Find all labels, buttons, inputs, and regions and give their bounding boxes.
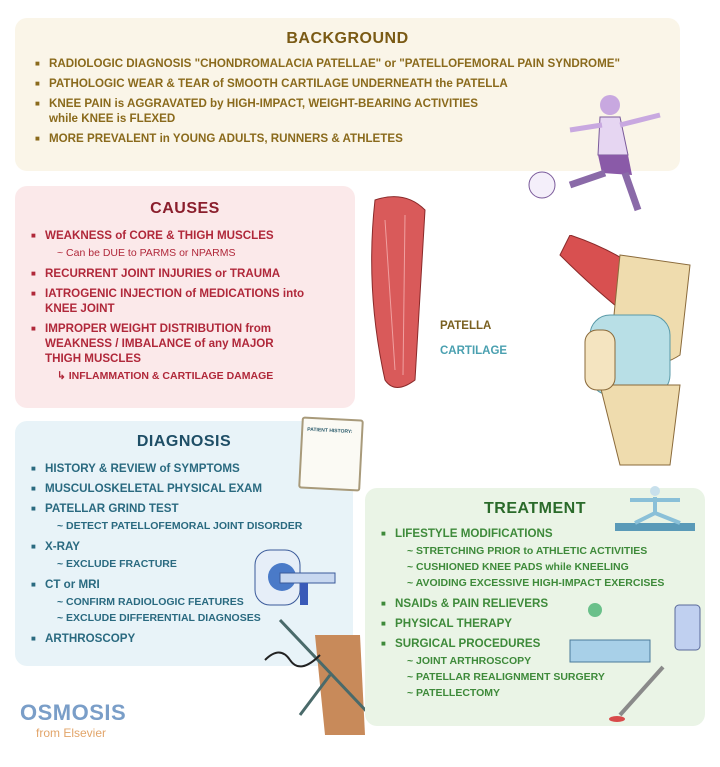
physical-therapy-illustration (569, 603, 701, 663)
list-item: PHYSICAL THERAPY (379, 616, 691, 631)
background-title: BACKGROUND (286, 30, 409, 47)
list-item: PATHOLOGIC WEAR & TEAR of SMOOTH CARTILA… (33, 76, 662, 91)
yoga-illustration (615, 486, 695, 531)
knee-joint-illustration (559, 235, 691, 466)
scalpel-illustration (609, 665, 665, 722)
list-item: KNEE PAIN is AGGRAVATED by HIGH-IMPACT, … (33, 96, 503, 126)
list-item: WEAKNESS of CORE & THIGH MUSCLES~ Can be… (29, 228, 319, 261)
list-item: NSAIDs & PAIN RELIEVERS (379, 596, 691, 611)
causes-section: CAUSES WEAKNESS of CORE & THIGH MUSCLES~… (15, 186, 355, 408)
list-item: HISTORY & REVIEW of SYMPTOMS (29, 461, 339, 476)
treatment-title: TREATMENT (484, 500, 586, 517)
list-item: RADIOLOGIC DIAGNOSIS "CHONDROMALACIA PAT… (33, 56, 662, 71)
mri-scanner-illustration (254, 549, 336, 606)
list-item: CT or MRI~ CONFIRM RADIOLOGIC FEATURES~ … (29, 577, 339, 626)
thigh-muscle-illustration (371, 196, 426, 388)
soccer-player-illustration (528, 95, 661, 212)
osmosis-logo: OSMOSIS from Elsevier (20, 700, 127, 740)
list-item: PATELLAR GRIND TEST~ DETECT PATELLOFEMOR… (29, 501, 339, 534)
background-section: BACKGROUND RADIOLOGIC DIAGNOSIS "CHONDRO… (15, 18, 680, 171)
clipboard-illustration: PATIENT HISTORY: (298, 416, 364, 492)
list-item: MUSCULOSKELETAL PHYSICAL EXAM (29, 481, 339, 496)
list-item: X-RAY~ EXCLUDE FRACTURE (29, 539, 339, 572)
causes-title: CAUSES (150, 200, 220, 217)
list-item: IMPROPER WEIGHT DISTRIBUTION from WEAKNE… (29, 321, 289, 384)
diagnosis-title: DIAGNOSIS (136, 433, 232, 450)
list-item: IATROGENIC INJECTION of MEDICATIONS into… (29, 286, 319, 316)
list-item: LIFESTYLE MODIFICATIONS~ STRETCHING PRIO… (379, 526, 691, 591)
list-item: RECURRENT JOINT INJURIES or TRAUMA (29, 266, 319, 281)
list-item: SURGICAL PROCEDURES~ JOINT ARTHROSCOPY~ … (379, 636, 691, 701)
list-item: MORE PREVALENT in YOUNG ADULTS, RUNNERS … (33, 131, 662, 146)
cartilage-label: CARTILAGE (440, 345, 508, 357)
list-item: ARTHROSCOPY (29, 631, 339, 646)
arthroscopy-illustration (264, 618, 372, 735)
patella-label: PATELLA (440, 320, 492, 332)
diagnosis-section: DIAGNOSIS HISTORY & REVIEW of SYMPTOMS M… (15, 421, 353, 666)
